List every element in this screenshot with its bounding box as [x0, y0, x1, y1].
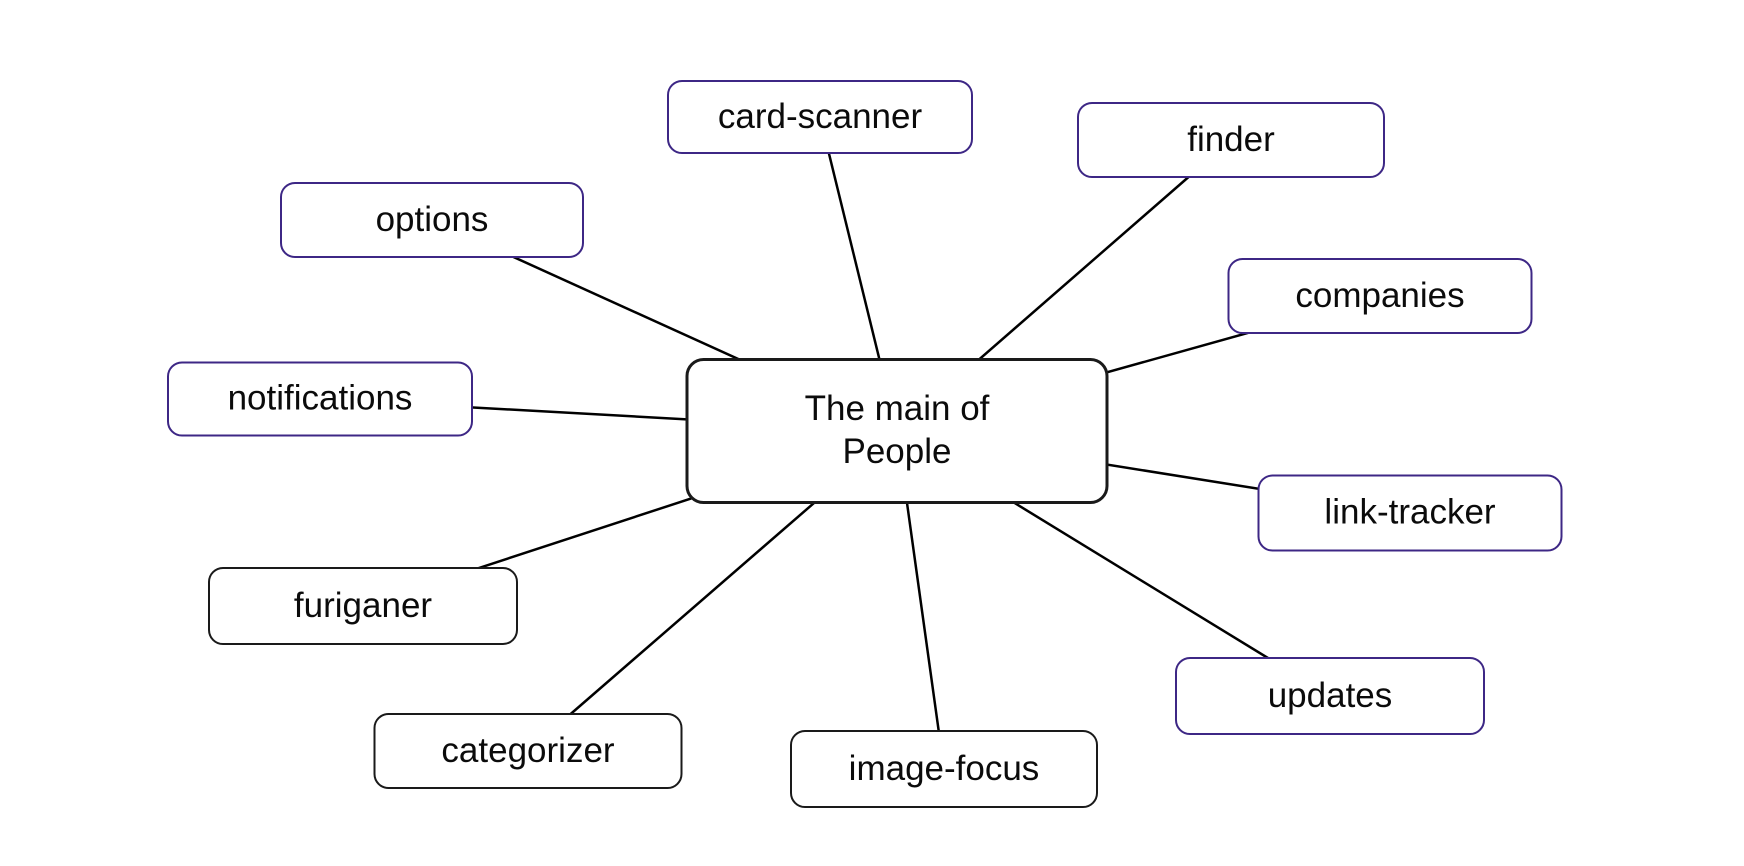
node-updates[interactable]: updates [1175, 657, 1485, 735]
node-companies[interactable]: companies [1227, 258, 1533, 334]
node-notifications[interactable]: notifications [167, 361, 473, 437]
node-finder[interactable]: finder [1077, 102, 1385, 178]
node-label: companies [1295, 275, 1465, 315]
node-label: link-tracker [1324, 492, 1496, 532]
node-label: People [842, 432, 952, 471]
node-label: The main of [804, 389, 990, 429]
node-label: card-scanner [717, 96, 923, 136]
node-label: image-focus [848, 748, 1040, 788]
node-label: updates [1267, 675, 1393, 715]
node-label: finder [1187, 119, 1275, 159]
node-furiganer[interactable]: furiganer [208, 567, 518, 645]
node-image-focus[interactable]: image-focus [790, 730, 1098, 808]
node-categorizer[interactable]: categorizer [373, 713, 683, 789]
node-label: options [375, 199, 489, 239]
node-label: notifications [227, 378, 413, 418]
node-label: furiganer [293, 585, 433, 625]
node-link-tracker[interactable]: link-tracker [1257, 474, 1563, 552]
node-card-scanner[interactable]: card-scanner [667, 80, 973, 154]
node-options[interactable]: options [280, 182, 584, 258]
node-label: categorizer [441, 730, 615, 770]
